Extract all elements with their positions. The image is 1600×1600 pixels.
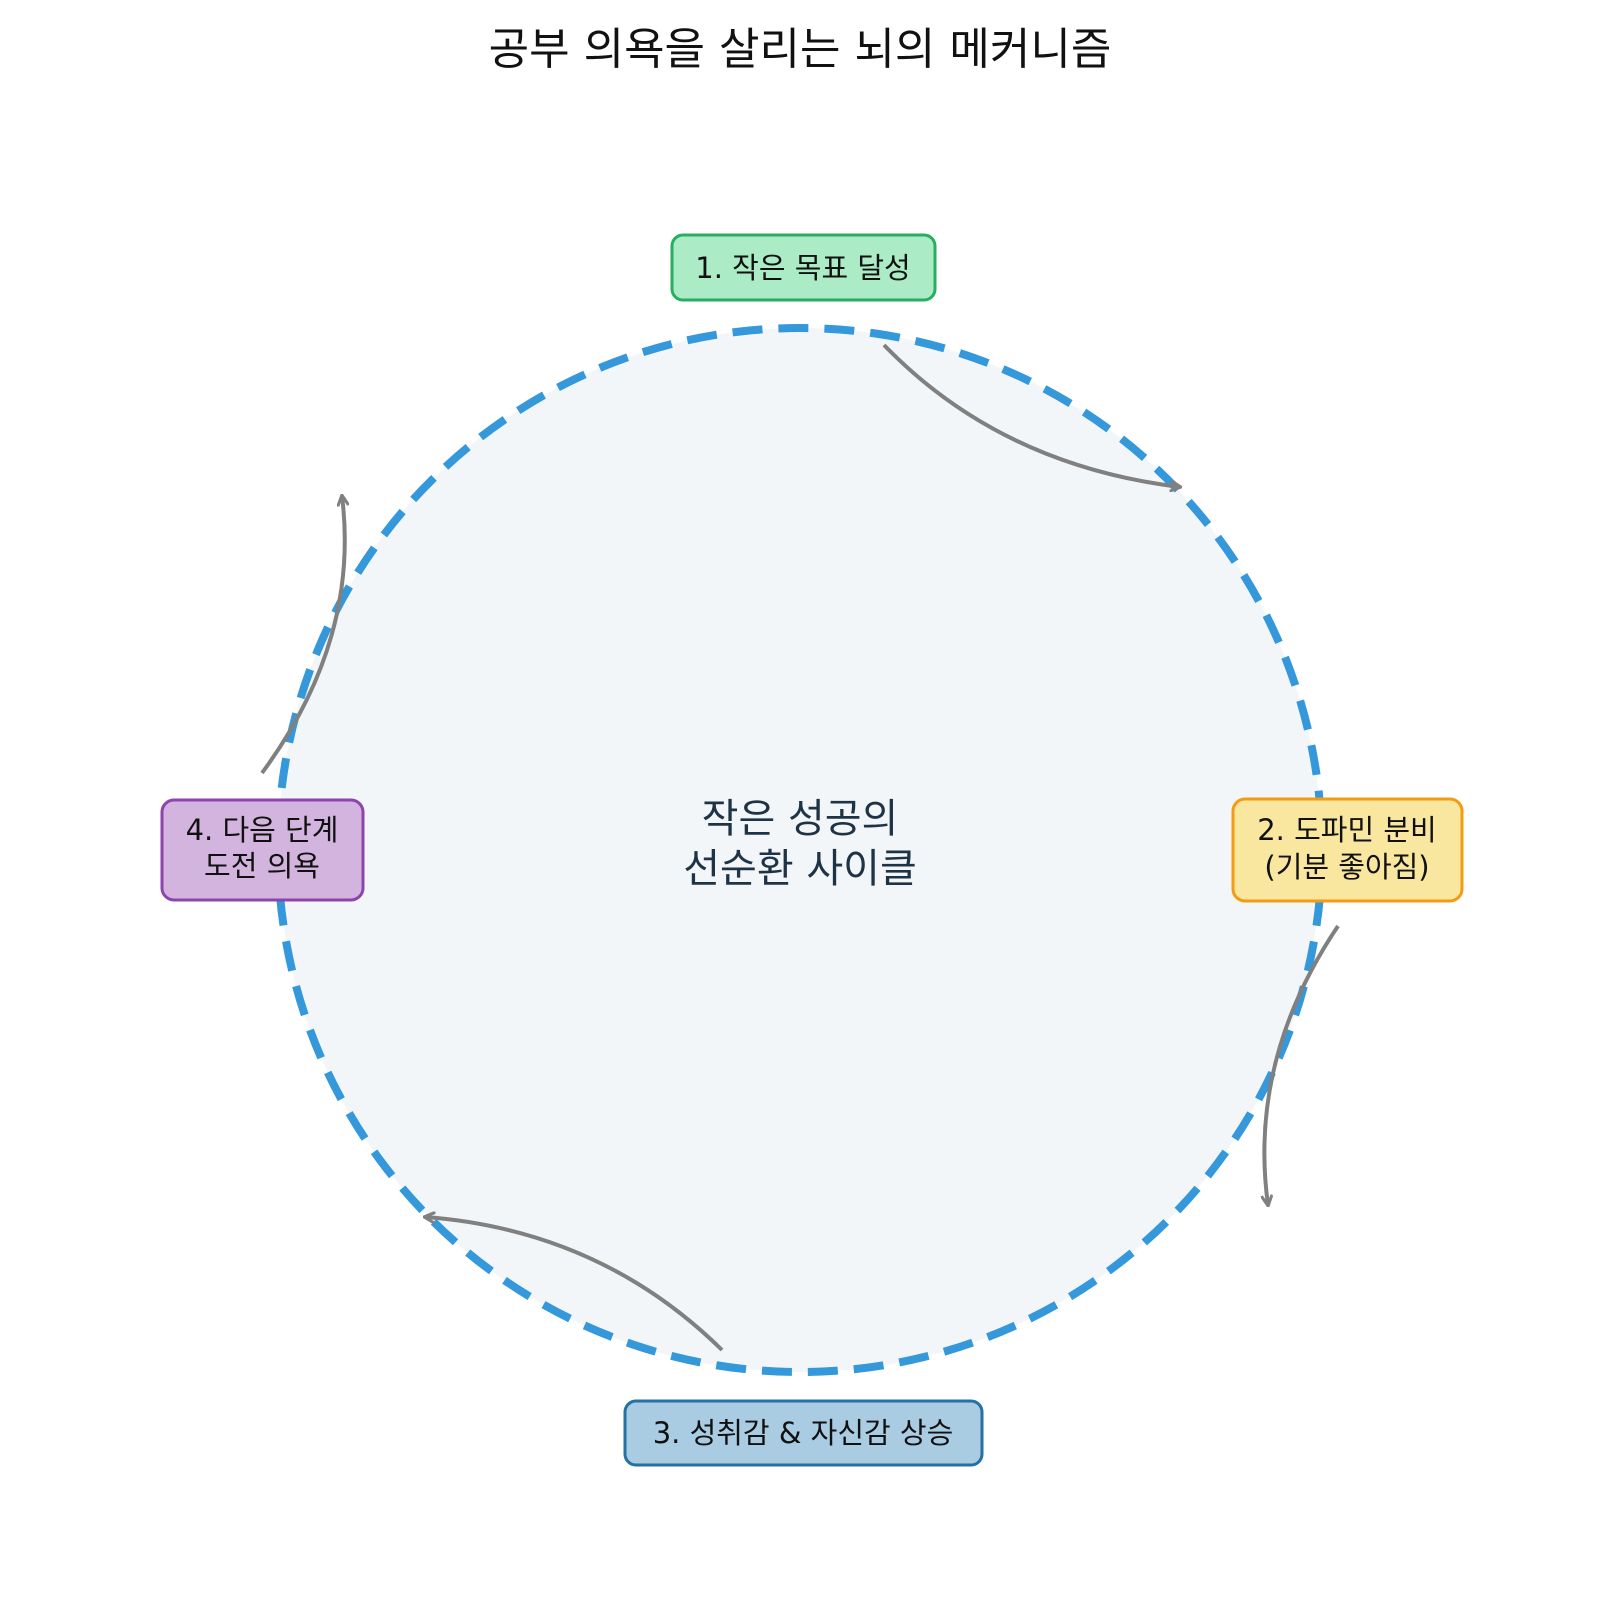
step-2-label: 2. 도파민 분비 [1257, 813, 1437, 847]
step-3-box: 3. 성취감 & 자신감 상승 [623, 1399, 984, 1467]
step-4-box: 4. 다음 단계 도전 의욕 [160, 798, 365, 902]
step-1-box: 1. 작은 목표 달성 [670, 233, 937, 302]
step-4-sublabel: 도전 의욕 [204, 849, 320, 883]
center-label-line1: 작은 성공의 [702, 796, 899, 842]
arrow-step2-to-step3 [1264, 924, 1340, 1205]
step-3-label: 3. 성취감 & 자신감 상승 [653, 1416, 954, 1450]
step-2-sublabel: (기분 좋아짐) [1264, 850, 1429, 884]
arrow-step3-to-step4 [425, 1217, 724, 1352]
arrow-step1-to-step2 [882, 343, 1180, 487]
center-label-line2: 선순환 사이클 [683, 846, 917, 892]
step-1-label: 1. 작은 목표 달성 [695, 251, 910, 285]
diagram-title: 공부 의욕을 살리는 뇌의 메커니즘 [489, 24, 1112, 75]
step-4-label: 4. 다음 단계 [186, 813, 339, 847]
step-2-box: 2. 도파민 분비 (기분 좋아짐) [1231, 797, 1464, 903]
arrow-step4-to-step1 [260, 496, 345, 775]
